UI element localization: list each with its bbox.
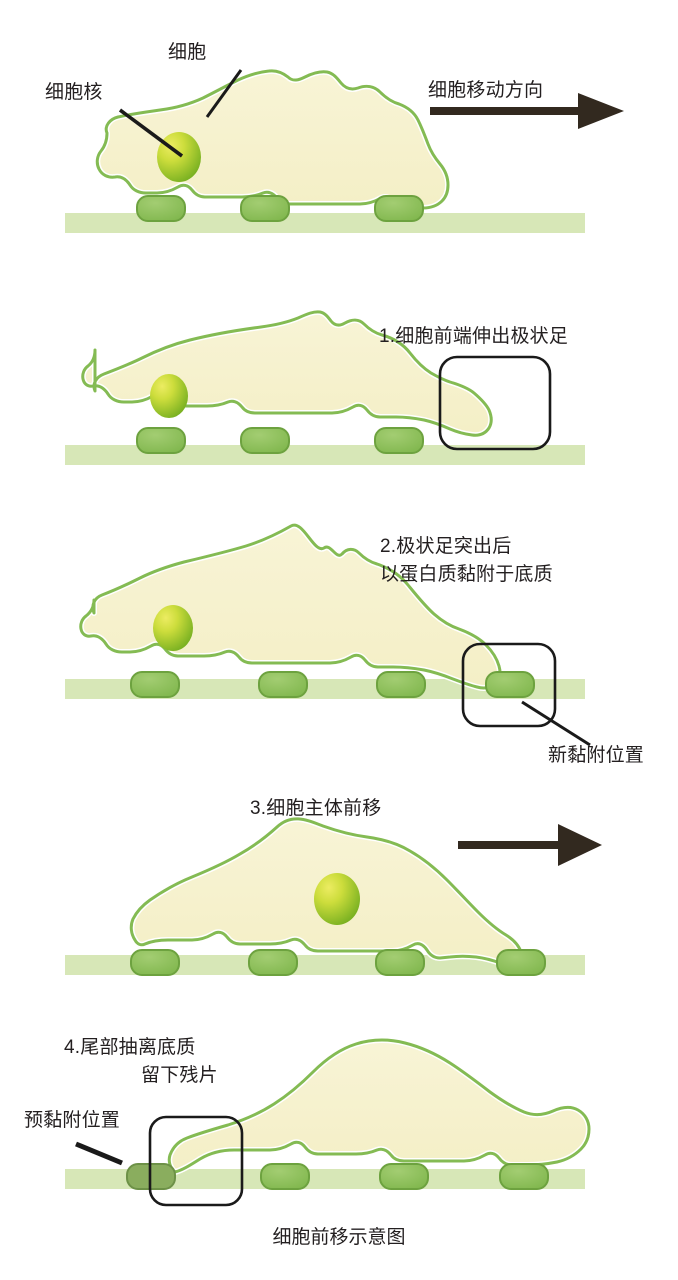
nucleus bbox=[153, 605, 193, 651]
cell-membrane bbox=[81, 310, 493, 437]
adhesion-pads bbox=[130, 671, 535, 698]
figure-caption: 细胞前移示意图 bbox=[272, 1227, 406, 1248]
adhesion-pads bbox=[130, 949, 546, 976]
adhesion-pad bbox=[130, 671, 180, 698]
cell-leader-line bbox=[205, 69, 243, 118]
nucleus bbox=[157, 132, 201, 182]
adhesion-pad bbox=[496, 949, 546, 976]
adhesion-pad-new bbox=[485, 671, 535, 698]
nucleus bbox=[150, 374, 188, 418]
substrate-strip bbox=[65, 1169, 585, 1189]
pre-adhesion-label: 预黏附位置 bbox=[24, 1110, 121, 1131]
step-1-label: 1.细胞前端伸出极状足 bbox=[379, 326, 569, 347]
panel-1 bbox=[65, 67, 624, 233]
adhesion-pad bbox=[258, 671, 308, 698]
adhesion-pad bbox=[240, 195, 290, 222]
migration-arrow bbox=[458, 824, 602, 866]
substrate-strip bbox=[65, 679, 585, 699]
cell-label: 细胞 bbox=[168, 42, 207, 63]
adhesion-pad bbox=[248, 949, 298, 976]
substrate-strip bbox=[65, 213, 585, 233]
nucleus bbox=[314, 873, 360, 925]
adhesion-pad bbox=[375, 949, 425, 976]
callout-box bbox=[438, 355, 552, 451]
step-4-label-line2: 留下残片 bbox=[141, 1065, 218, 1086]
migration-arrow bbox=[430, 93, 624, 129]
new-adhesion-leader-line bbox=[521, 700, 591, 747]
adhesion-pad bbox=[136, 427, 186, 454]
panel-2 bbox=[65, 308, 585, 465]
adhesion-pad bbox=[374, 427, 424, 454]
callout-box bbox=[148, 1115, 244, 1207]
adhesion-pad bbox=[136, 195, 186, 222]
cell-membrane bbox=[167, 1038, 591, 1174]
adhesion-pad bbox=[130, 949, 180, 976]
new-adhesion-label: 新黏附位置 bbox=[548, 745, 645, 766]
cell-membrane bbox=[79, 523, 502, 690]
panel-3 bbox=[65, 522, 591, 747]
adhesion-pad bbox=[374, 195, 424, 222]
callout-box bbox=[461, 642, 557, 728]
nucleus-leader-line bbox=[118, 108, 184, 158]
step-2-label-line1: 2.极状足突出后 bbox=[380, 536, 512, 557]
step-3-label: 3.细胞主体前移 bbox=[250, 798, 382, 819]
adhesion-pads bbox=[136, 427, 424, 454]
nucleus-label: 细胞核 bbox=[45, 82, 103, 103]
step-4-label-line1: 4.尾部抽离底质 bbox=[64, 1037, 196, 1058]
substrate-strip bbox=[65, 955, 585, 975]
cell-membrane bbox=[95, 69, 450, 210]
adhesion-pad bbox=[260, 1163, 310, 1190]
adhesion-pad bbox=[240, 427, 290, 454]
adhesion-pad bbox=[379, 1163, 429, 1190]
step-2-label-line2: 以蛋白质黏附于底质 bbox=[380, 564, 553, 585]
adhesion-pad bbox=[499, 1163, 549, 1190]
adhesion-pad bbox=[376, 671, 426, 698]
pre-adhesion-leader-line bbox=[75, 1141, 123, 1166]
panel-5 bbox=[65, 1037, 592, 1207]
panel-4 bbox=[65, 815, 602, 976]
adhesion-pads bbox=[136, 195, 424, 222]
migration-direction-label: 细胞移动方向 bbox=[428, 80, 544, 101]
